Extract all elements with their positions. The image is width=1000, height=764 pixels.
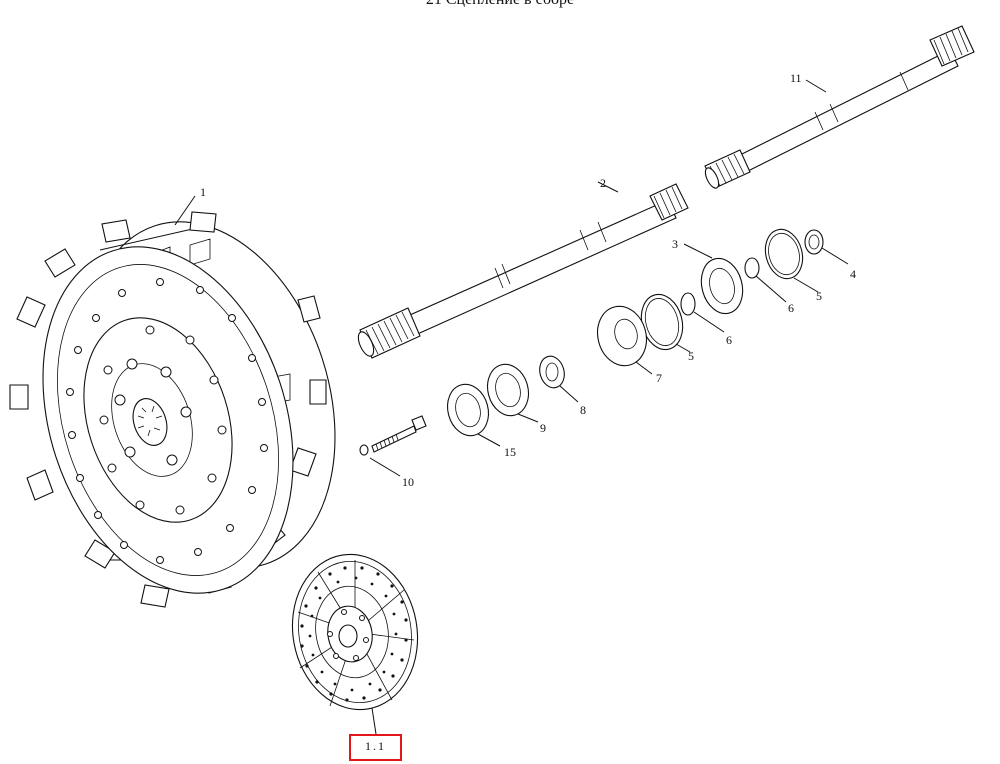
highlight-box-part-1-1 [349, 734, 402, 761]
input-shaft: 2 [357, 176, 689, 359]
label-part-6b: 6 [726, 333, 732, 347]
label-part-6a: 6 [788, 301, 794, 315]
label-part-5b: 5 [688, 349, 694, 363]
output-shaft: 11 [704, 25, 975, 189]
label-part-5a: 5 [816, 289, 822, 303]
clutch-disc [291, 553, 419, 735]
label-part-9: 9 [540, 421, 546, 435]
label-part-11: 11 [790, 71, 802, 85]
label-part-2: 2 [600, 176, 606, 190]
bearings-and-rings: 3 6 5 4 6 5 7 8 9 [446, 228, 856, 459]
label-part-1-1: 1.1 [365, 739, 386, 753]
label-part-15: 15 [504, 445, 516, 459]
label-part-10: 10 [402, 475, 414, 489]
bolt-with-washer: 10 [359, 415, 427, 489]
label-part-4: 4 [850, 267, 856, 281]
label-part-3: 3 [672, 237, 678, 251]
clutch-housing: 1 [9, 185, 336, 608]
label-part-7: 7 [656, 371, 662, 385]
label-part-8: 8 [580, 403, 586, 417]
diagram-title: 21 Сцепление в сборе [0, 0, 1000, 9]
label-part-1: 1 [200, 185, 206, 199]
